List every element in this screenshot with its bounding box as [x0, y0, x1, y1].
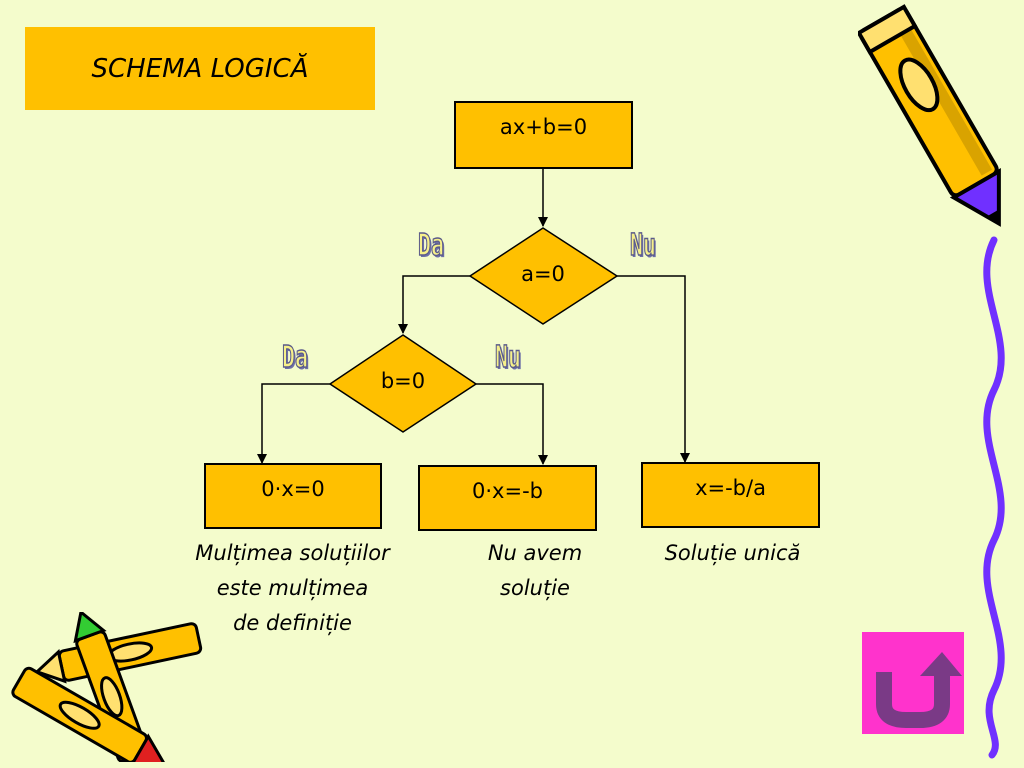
decision-a-label: a=0	[521, 262, 565, 286]
wavy-line-decoration	[983, 236, 1005, 759]
caption-2-line-1: Nu avem	[487, 541, 583, 565]
return-u-arrow-icon	[876, 652, 962, 728]
result-box-1: 0·x=0	[204, 463, 382, 529]
decision-b-label: b=0	[380, 369, 426, 393]
slide-title: SCHEMA LOGICĂ	[25, 27, 375, 110]
start-label: ax+b=0	[499, 115, 588, 139]
arrow-b-no	[476, 383, 548, 465]
branch-b-yes-label: Da	[281, 339, 309, 375]
caption-2: Nu avem soluție	[440, 536, 630, 606]
caption-3-line-1: Soluție unică	[664, 541, 801, 565]
caption-1-line-1: Mulțimea soluțiilor	[195, 541, 390, 565]
arrow-a-no	[617, 275, 690, 463]
result-box-3: x=-b/a	[641, 462, 820, 528]
slide-title-text: SCHEMA LOGICĂ	[91, 53, 309, 84]
result-3-label: x=-b/a	[695, 476, 766, 500]
result-box-2: 0·x=-b	[418, 465, 597, 531]
caption-1-line-3: de definiție	[233, 611, 352, 635]
caption-1-line-2: este mulțimea	[216, 576, 369, 600]
arrow-a-yes	[398, 275, 470, 334]
branch-a-no-label: Nu	[629, 227, 657, 263]
pencil-icon	[858, 4, 1001, 227]
result-1-label: 0·x=0	[261, 477, 325, 501]
branch-a-yes-label: Da	[417, 227, 445, 263]
decision-b-diamond	[328, 334, 478, 433]
caption-1: Mulțimea soluțiilor este mulțimea de def…	[150, 536, 435, 641]
decision-a-diamond	[468, 227, 619, 325]
arrow-b-yes	[257, 383, 330, 464]
result-2-label: 0·x=-b	[472, 479, 543, 503]
return-button[interactable]	[862, 632, 964, 734]
start-box: ax+b=0	[454, 101, 633, 169]
caption-2-line-2: soluție	[500, 576, 570, 600]
crayons-icon	[11, 612, 203, 762]
caption-3: Soluție unică	[630, 536, 835, 571]
branch-b-no-label: Nu	[494, 339, 522, 375]
